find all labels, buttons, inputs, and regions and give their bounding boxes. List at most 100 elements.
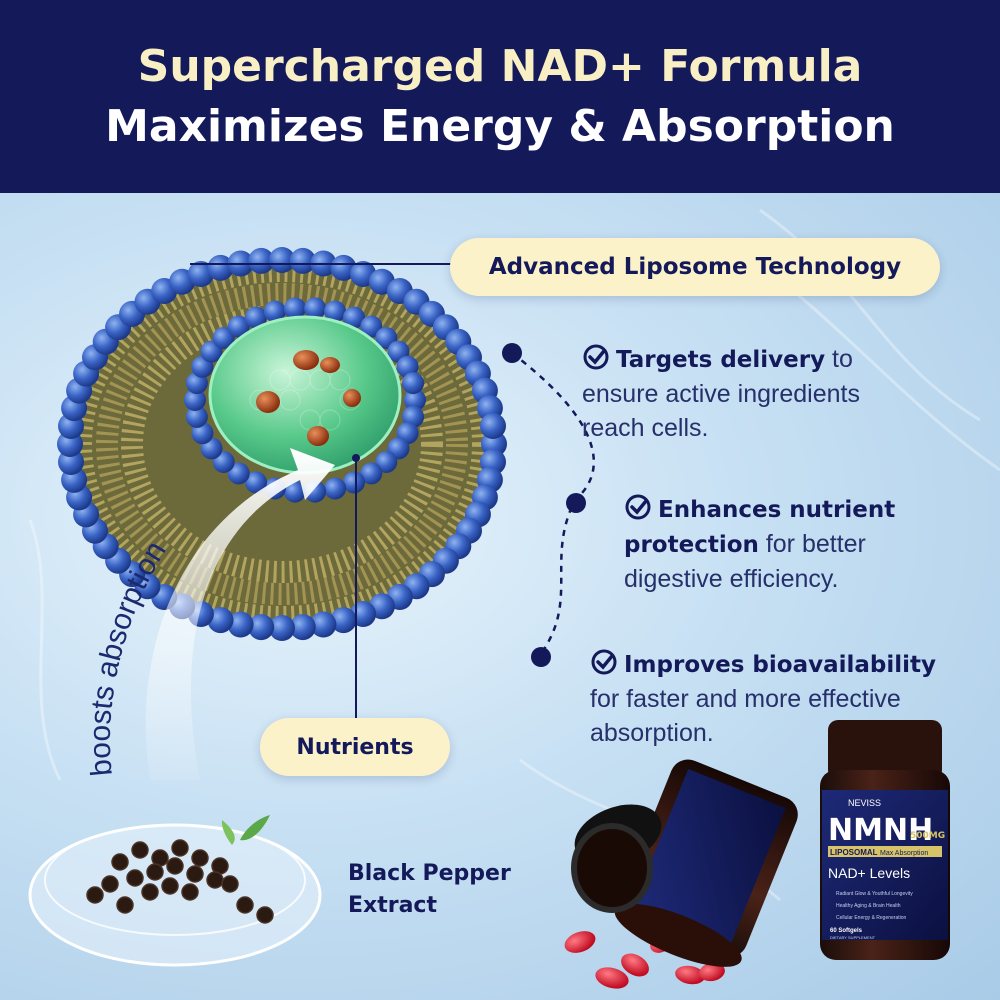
phospholipid-head	[480, 413, 506, 439]
phospholipid-head	[289, 247, 316, 274]
peppercorn	[131, 841, 149, 859]
phospholipid-head	[207, 254, 234, 281]
phospholipid-head	[227, 611, 254, 638]
benefit-2-bold-1: Enhances nutrient	[658, 497, 896, 523]
leaf-icon	[240, 815, 270, 841]
phospholipid-head	[375, 451, 398, 473]
pepper-label-line-1: Black Pepper	[348, 861, 511, 886]
peppercorn	[221, 875, 239, 893]
benefit-1-text-1: to	[825, 345, 853, 373]
peppercorn	[166, 857, 184, 875]
phospholipid-head	[263, 300, 286, 323]
headline-line-2: Maximizes Energy & Absorption	[105, 100, 895, 152]
peppercorn	[181, 883, 199, 901]
nutrient-droplet	[343, 389, 361, 407]
timeline-dot-1	[502, 343, 522, 363]
bottle-brand: NEVISS	[848, 798, 881, 808]
phospholipid-head	[310, 611, 337, 638]
phospholipid-head	[404, 389, 426, 411]
phospholipid-head	[245, 471, 267, 494]
nutrient-droplet	[293, 350, 319, 370]
bottle-nad-levels: NAD+ Levels	[828, 865, 910, 881]
phospholipid-head	[212, 327, 235, 349]
peppercorn	[206, 871, 224, 889]
bottle-feature-3: Cellular Energy & Regeneration	[836, 915, 907, 921]
benefit-1-bold: Targets delivery	[616, 347, 826, 373]
check-circle-icon	[591, 649, 617, 675]
phospholipid-head	[269, 615, 295, 641]
bottle-opening	[571, 823, 653, 913]
phospholipid-head	[324, 477, 347, 500]
phospholipid-head	[360, 315, 383, 338]
peppercorn	[146, 863, 164, 881]
phospholipid-head	[343, 306, 365, 329]
pepper-label-line-2: Extract	[348, 893, 437, 918]
product-bottle: NEVISS NMNH 500MG LIPOSOMAL Max Absorpti…	[820, 720, 950, 960]
core-texture	[249, 369, 361, 431]
phospholipid-head	[304, 297, 327, 320]
timeline-dot-2	[566, 493, 586, 513]
black-pepper-dish	[28, 815, 322, 967]
benefit-2: Enhances nutrient protection for better …	[624, 492, 895, 596]
bottle-feature-2: Healthy Aging & Brain Health	[836, 903, 901, 909]
phospholipid-head	[330, 607, 357, 634]
peppercorn	[111, 853, 129, 871]
benefit-2-text-3: digestive efficiency.	[624, 565, 839, 593]
benefit-3-bold: Improves bioavailability	[624, 652, 936, 678]
nutrient-droplet	[307, 426, 329, 446]
peppercorn	[141, 883, 159, 901]
phospholipid-head	[283, 480, 306, 503]
phospholipid-head	[187, 261, 214, 287]
phospholipid-head	[227, 462, 250, 485]
peppercorn	[126, 869, 144, 887]
bottle-liposomal: LIPOSOMAL	[830, 848, 878, 857]
benefit-1-text-2: ensure active ingredients	[582, 380, 860, 408]
benefit-2-bold-2: protection	[624, 532, 759, 558]
benefit-1: Targets delivery to ensure active ingred…	[582, 342, 860, 445]
peppercorn	[161, 877, 179, 895]
nutrients-connector-dot	[352, 454, 360, 462]
headline-line-1: Supercharged NAD+ Formula	[137, 40, 863, 92]
benefit-1-text-3: reach cells.	[582, 414, 709, 442]
peppercorn	[186, 865, 204, 883]
benefit-3-text-3: absorption.	[590, 719, 714, 747]
peppercorn	[191, 849, 209, 867]
bottle-count: 60 Softgels	[830, 928, 863, 934]
bottle-product-name: NMNH	[828, 813, 933, 848]
phospholipid-head	[324, 300, 347, 323]
peppercorn	[86, 886, 104, 904]
peppercorn	[171, 839, 189, 857]
phospholipid-head	[245, 306, 267, 329]
benefit-3-text-2: for faster and more effective	[590, 685, 901, 713]
phospholipid-head	[248, 614, 275, 641]
boost-arrow-icon	[145, 448, 335, 780]
header-banner: Supercharged NAD+ Formula Maximizes Ener…	[0, 0, 1000, 193]
peppercorn	[101, 875, 119, 893]
phospholipid-head	[283, 297, 306, 320]
timeline-dot-3	[531, 647, 551, 667]
black-pepper-label: Black Pepper Extract	[348, 858, 511, 922]
phospholipid-head	[248, 247, 275, 274]
bottle-max-absorption: Max Absorption	[880, 850, 928, 857]
tipped-bottle	[614, 759, 798, 967]
phospholipid-head	[184, 389, 206, 411]
nutrients-label: Nutrients	[260, 718, 450, 776]
phospholipid-head	[343, 471, 365, 494]
nutrient-droplet	[256, 391, 280, 413]
phospholipid-head	[185, 405, 208, 428]
check-circle-icon	[583, 344, 609, 370]
leaf-icon	[221, 820, 235, 845]
peppercorn	[256, 906, 274, 924]
phospholipid-head	[330, 254, 357, 281]
bottle-feature-1: Radiant Glow & Youthful Longevity	[836, 891, 913, 897]
benefit-2-text-2: for better	[758, 530, 866, 558]
liposome-technology-label: Advanced Liposome Technology	[450, 238, 940, 296]
bottle-dose: 500MG	[910, 831, 945, 841]
phospholipid-head	[289, 614, 316, 641]
peppercorn	[116, 896, 134, 914]
peppercorn	[236, 896, 254, 914]
phospholipid-head	[360, 462, 383, 485]
benefit-3: Improves bioavailability for faster and …	[590, 647, 936, 750]
check-circle-icon	[625, 494, 651, 520]
